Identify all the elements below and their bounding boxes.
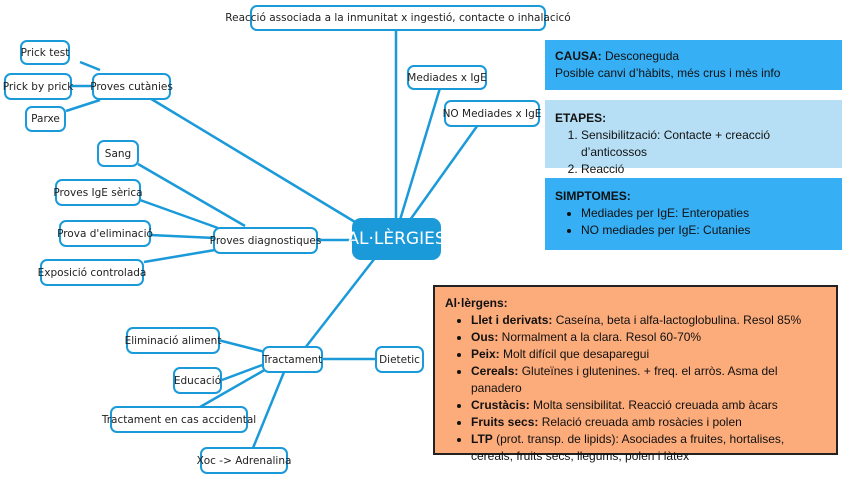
central-topic[interactable]: AL·LÈRGIES	[347, 218, 446, 260]
alergen-item: Ous: Normalment a la clara. Resol 60-70%	[471, 329, 826, 346]
node-proves-cutanies[interactable]: Proves cutànies	[90, 73, 173, 100]
panel-causa: CAUSA: Desconeguda Posible canvi d’hàbit…	[545, 40, 842, 90]
alergen-text: Molta sensibilitat. Reacció creuada amb …	[529, 398, 778, 412]
node-xoc-adrenalina[interactable]: Xoc -> Adrenalina	[197, 447, 291, 474]
alergen-text: Relació creuada amb rosàcies i polen	[538, 415, 742, 429]
node-tractament-accidental[interactable]: Tractament en cas accidental	[102, 406, 256, 433]
alergen-text: Normalment a la clara. Resol 60-70%	[498, 330, 702, 344]
panel-causa-line2: Posible canvi d’hàbits, més crus i mès i…	[555, 66, 781, 80]
node-label: Reacció associada a la inmunitat x inges…	[225, 12, 571, 24]
node-label: NO Mediades x IgE	[442, 107, 542, 120]
panel-etapes-title: ETAPES:	[555, 111, 607, 125]
node-label: Prick by prick	[2, 80, 74, 93]
node-prova-eliminacio[interactable]: Prova d'eliminació	[57, 220, 153, 247]
alergen-term: Llet i derivats:	[471, 313, 553, 327]
alergen-text: Gluteïnes i glutenines. + freq. el arròs…	[471, 364, 778, 395]
node-label: Prick test	[20, 46, 70, 59]
alergen-item: Crustàcis: Molta sensibilitat. Reacció c…	[471, 397, 826, 414]
node-sang[interactable]: Sang	[97, 140, 139, 167]
node-parxe[interactable]: Parxe	[25, 106, 66, 132]
panel-etapes: ETAPES: Sensibilització: Contacte + crea…	[545, 100, 842, 176]
node-label: Tractament	[262, 353, 323, 366]
alergen-item: Cereals: Gluteïnes i glutenines. + freq.…	[471, 363, 826, 397]
node-prick-by-prick[interactable]: Prick by prick	[2, 73, 74, 100]
alergen-term: Fruits secs:	[471, 415, 539, 429]
alergen-item: Peix: Molt difícil que desaparegui	[471, 346, 826, 363]
alergen-text: Molt difícil que desaparegui	[499, 347, 650, 361]
node-proves-diagnostiques[interactable]: Proves diagnostiques	[210, 227, 321, 254]
node-label: Parxe	[31, 113, 60, 125]
alergen-item: LTP (prot. transp. de lipids): Asociades…	[471, 431, 826, 465]
panel-alergens: Al·lèrgens: Llet i derivats: Caseína, be…	[433, 285, 838, 463]
node-mediades-ige[interactable]: Mediades x IgE	[407, 65, 487, 90]
etapa-item: Sensibilització: Contacte + creacció d’a…	[581, 127, 832, 161]
node-prick-test[interactable]: Prick test	[20, 40, 70, 65]
alergen-term: Crustàcis:	[471, 398, 530, 412]
alergen-item: Fruits secs: Relació creuada amb rosàcie…	[471, 414, 826, 431]
node-label: Prova d'eliminació	[57, 227, 153, 240]
node-definition[interactable]: Reacció associada a la inmunitat x inges…	[225, 5, 571, 31]
panel-causa-title: CAUSA:	[555, 49, 602, 63]
node-label: Tractament en cas accidental	[101, 413, 257, 426]
etapa-item: Reacció	[581, 161, 832, 178]
node-label: Proves cutànies	[90, 80, 173, 93]
alergen-item: Llet i derivats: Caseína, beta i alfa-la…	[471, 312, 826, 329]
node-proves-ige-serica[interactable]: Proves IgE sèrica	[53, 179, 143, 206]
node-label: Xoc -> Adrenalina	[196, 454, 292, 467]
node-educacio[interactable]: Educació	[173, 367, 222, 394]
alergen-text: (prot. transp. de lipids): Asociades a f…	[471, 432, 785, 463]
panel-simptomes: SIMPTOMES: Mediades per IgE: Enteropatie…	[545, 178, 842, 250]
alergen-term: LTP	[471, 432, 493, 446]
alergen-term: Peix:	[471, 347, 500, 361]
node-label: Eliminació aliment	[124, 334, 222, 347]
node-tractament[interactable]: Tractament	[262, 346, 323, 373]
node-no-mediades-ige[interactable]: NO Mediades x IgE	[442, 100, 542, 127]
node-dietetic[interactable]: Dietetic	[375, 346, 424, 373]
panel-causa-value: Desconeguda	[605, 49, 680, 63]
node-label: Dietetic	[379, 353, 420, 366]
alergen-term: Ous:	[471, 330, 499, 344]
alergen-text: Caseína, beta i alfa-lactoglobulina. Res…	[552, 313, 802, 327]
node-exposicio-controlada[interactable]: Exposició controlada	[37, 259, 147, 286]
alergen-term: Cereals:	[471, 364, 519, 378]
node-label: Mediades x IgE	[407, 71, 487, 84]
node-label: Proves IgE sèrica	[53, 186, 143, 199]
node-label: Exposició controlada	[37, 266, 147, 279]
simptoma-item: Mediades per IgE: Enteropaties	[581, 205, 832, 222]
node-label: Proves diagnostiques	[209, 234, 322, 247]
panel-alergens-title: Al·lèrgens:	[445, 296, 508, 310]
node-eliminacio-aliment[interactable]: Eliminació aliment	[124, 327, 222, 354]
node-label: Educació	[173, 374, 222, 387]
node-label: Sang	[104, 147, 132, 160]
simptoma-item: NO mediades per IgE: Cutanies	[581, 222, 832, 239]
panel-simptomes-title: SIMPTOMES:	[555, 189, 631, 203]
central-topic-label: AL·LÈRGIES	[347, 229, 446, 249]
